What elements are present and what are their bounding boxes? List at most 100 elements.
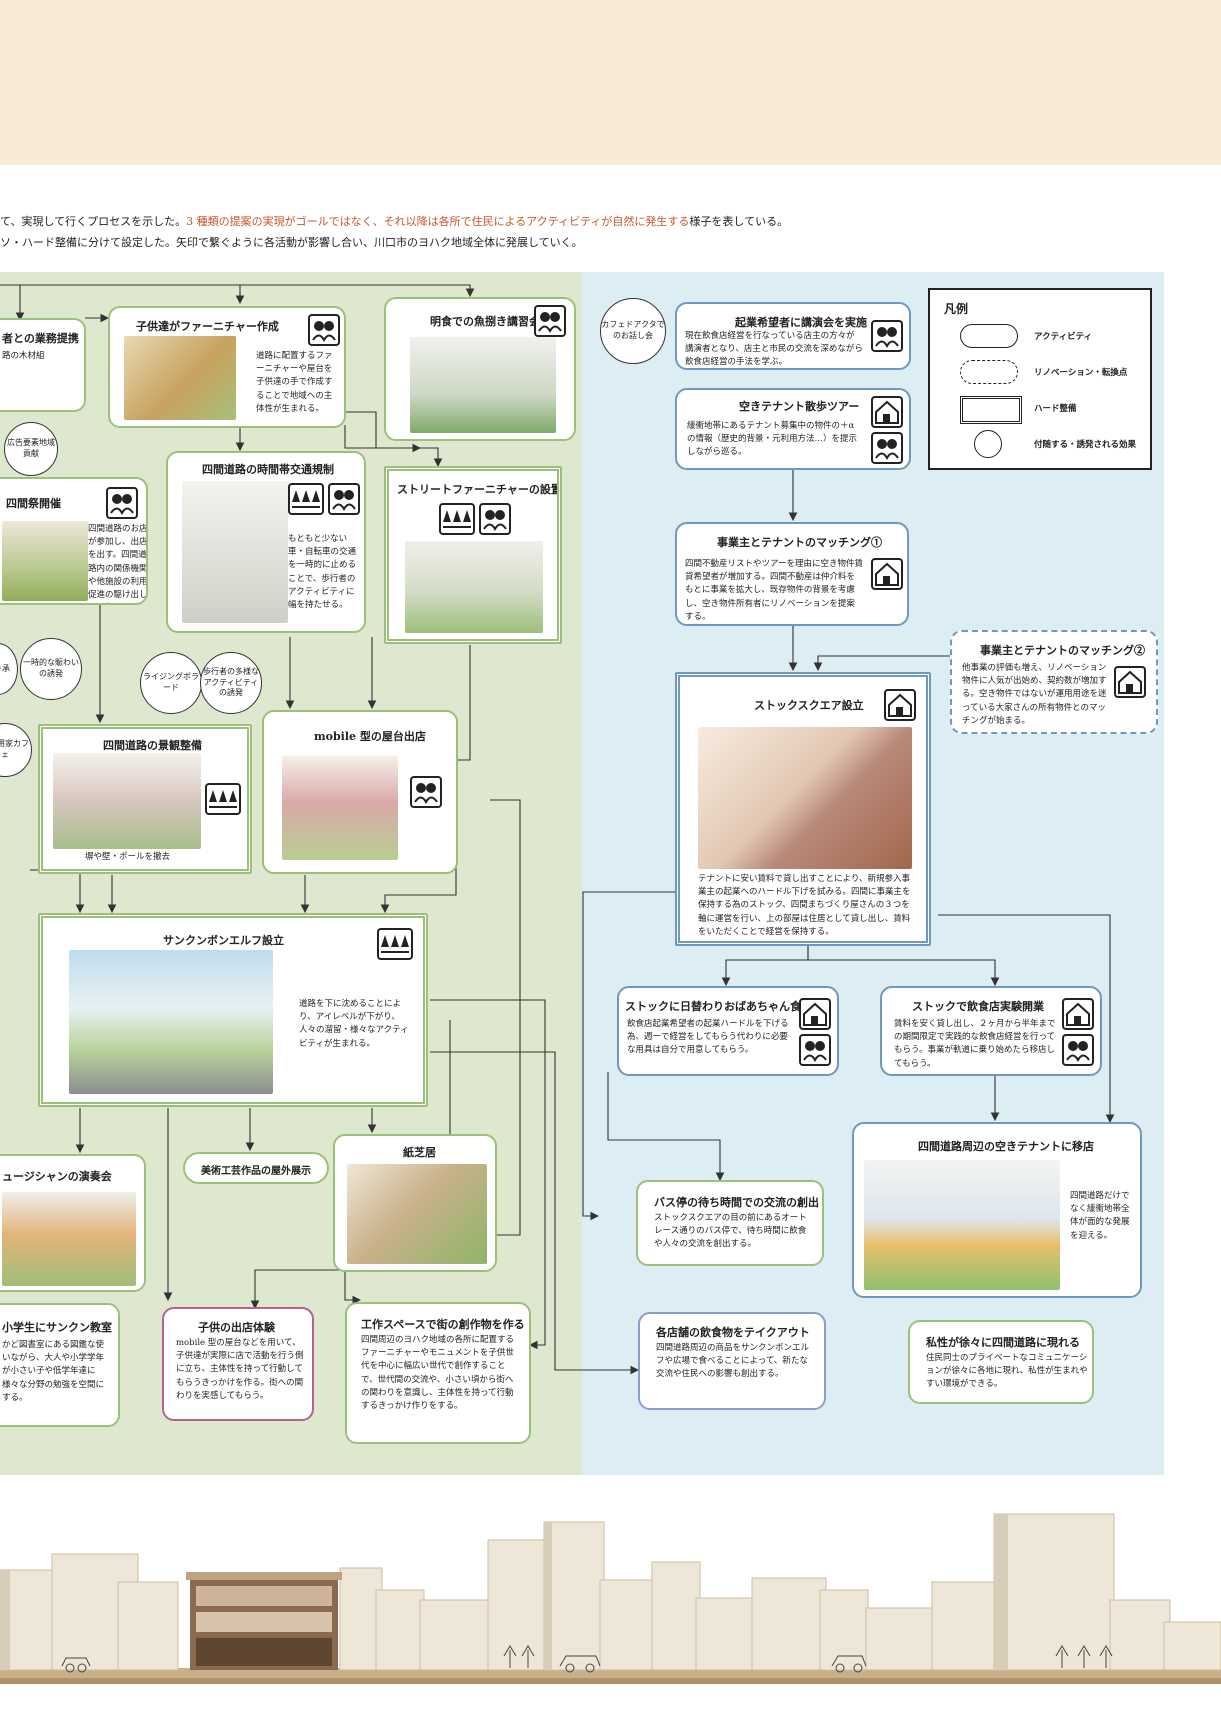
node-kids-shop[interactable]: 子供の出店体験 mobile 型の屋台などを用いて、子供達が実際に店で活動を行う… [162,1307,314,1421]
activity-people-icon [479,503,511,535]
node-desc: 四間道路のお店が参加し、出店を出す。四間道路内の関係機関や他施設の利用促進の駆け… [88,524,148,600]
renovation-house-icon [884,689,916,721]
node-private[interactable]: 私性が徐々に四間道路に現れる 住民同士のプライベートなコミュニケーションが徐々に… [908,1320,1094,1404]
legend: 凡例 アクティビティ リノベーション・転換点 ハード整備 付随する・誘発される効… [928,288,1152,470]
node-matching-2[interactable]: 事業主とテナントのマッチング② 他事業の評価も増え、リノベーション物件に人気が出… [950,630,1158,734]
header-band [0,0,1221,165]
node-title: ュージシャンの演奏会 [2,1170,112,1183]
hard-trees-icon [205,783,241,815]
node-title: サンクンボンエルフ設立 [163,934,284,947]
node-landscape[interactable]: 四間道路の景観整備 塀や壁・ポールを撤去 [38,724,252,874]
node-title: 四間道路の景観整備 [103,739,202,752]
node-workshop[interactable]: 工作スペースで街の創作物を作る 四間周辺のヨハク地域の各所に配置するファーニチャ… [345,1302,531,1444]
activity-people-icon [799,1034,831,1066]
node-desc: かど図書室にある図鑑な使いながら、大人や小学学年が小さい子や低学年達に様々な分野… [2,1340,105,1403]
sunken-illustration [69,950,273,1094]
node-desc: 路の木材組 [2,351,45,361]
activity-people-icon [328,483,360,515]
festival-illustration [2,521,88,601]
legend-title: 凡例 [944,302,969,316]
node-biz-partnership[interactable]: 者との業務提携 路の木材組 [0,318,86,412]
node-move-tenant[interactable]: 四間道路周辺の空きテナントに移店 四間道路だけでなく緩衝地帯全体が面的な発展を迎… [852,1122,1142,1298]
musician-illustration [2,1192,136,1286]
mobile-stall-illustration [282,756,398,860]
node-title: 工作スペースで街の創作物を作る [361,1318,525,1331]
node-title: バス停の待ち時間での交流の創出 [654,1196,819,1209]
intro-line-1: て、実現して行くプロセスを示した。3 種類の提案の実現がゴールではなく、それ以降… [0,213,788,229]
street-furniture-illustration [405,541,543,633]
node-trial-shop[interactable]: ストックで飲食店実験開業 賃料を安く貸し出し、２ヶ月から半年までの期間限定で実践… [880,986,1102,1076]
fish-illustration [410,337,556,433]
node-desc: もともと少ない車・自転車の交通を一時的に止めることで、歩行者のアクティビティに幅… [288,534,357,610]
node-caption: 塀や壁・ポールを撤去 [85,852,171,862]
node-stock-square[interactable]: ストックスクエア設立 テナントに安い賃料で貸し出すことにより、新規参入事業主の起… [675,672,931,946]
node-desc: ストックスクエアの目の前にあるオートレース通りのバス停で、待ち時間に飲食や人々の… [654,1213,807,1250]
node-festival[interactable]: 四間祭開催 四間道路のお店が参加し、出店を出す。四間道路内の関係機関や他施設の利… [0,477,148,605]
hard-trees-icon [288,483,324,515]
legend-renovation-label: リノベーション・転換点 [1034,368,1128,378]
node-street-furniture[interactable]: ストリートファーニチャーの設置 [384,466,562,644]
hard-trees-icon [439,503,475,535]
node-title: 小学生にサンクン教室 [2,1321,112,1334]
node-desc: 四間不動産リストやツアーを理由に空き物件賃貸希望者が増加する。四間不動産は仲介料… [685,559,863,622]
node-title: 紙芝居 [403,1146,436,1159]
node-title: mobile 型の屋台出店 [314,730,426,743]
renovation-house-icon [871,558,903,590]
node-title: 子供達がファーニチャー作成 [136,320,279,333]
effect-diverse-circle: 歩行者の多様なアクティビティの誘発 [200,652,262,714]
node-title: ストックで飲食店実験開業 [912,1000,1044,1013]
node-title: 四間道路の時間帯交通規制 [202,463,334,476]
effect-cafe-circle: カフェドアクタでのお話し会 [600,298,666,364]
effect-rising-circle: ライジングボラード [140,652,202,714]
node-sunken-bonelf[interactable]: サンクンボンエルフ設立 道路を下に沈めることにより、アイレベルが下がり、人々の溜… [38,913,428,1107]
stock-model-illustration [698,727,912,869]
node-title: ストックに日替わりおばあちゃん食堂 [625,1000,812,1013]
renovation-house-icon [1114,666,1146,698]
node-desc: 四間周辺のヨハク地域の各所に配置するファーニチャーやモニュメントを子供世代を中心… [361,1335,515,1411]
street-model-photo [0,1513,1221,1684]
node-craft-exhibit[interactable]: 美術工芸作品の屋外展示 [183,1152,329,1184]
node-fish-workshop[interactable]: 明食での魚捌き講習会 [384,297,576,441]
node-desc: 住民同士のプライベートなコミュニケーションが徐々に各地に現れ、私性が生まれやすい… [926,1353,1088,1390]
activity-people-icon [1062,1034,1094,1066]
node-title: 起業希望者に講演会を実施 [735,316,867,329]
node-desc: 飲食店起業希望者の起業ハードルを下げる為、週一で経営をしてもらう代わりに必要な用… [627,1019,789,1056]
node-mobile-stall[interactable]: mobile 型の屋台出店 [262,710,458,874]
node-seminar[interactable]: 起業希望者に講演会を実施 現在飲食店経営を行なっている店主の方々が講演者となり、… [675,302,911,370]
node-desc: 道路を下に沈めることにより、アイレベルが下がり、人々の溜留・様々なアクティビティ… [299,999,409,1049]
node-traffic-restriction[interactable]: 四間道路の時間帯交通規制 もともと少ない車・自転車の交通を一時的に止めることで、… [166,451,366,633]
activity-people-icon [871,432,903,464]
node-obachan[interactable]: ストックに日替わりおばあちゃん食堂 飲食店起業希望者の起業ハードルを下げる為、週… [617,986,839,1076]
node-desc: 現在飲食店経営を行なっている店主の方々が講演者となり、店主と市民の交流を深めなが… [685,331,863,368]
node-paper-theater[interactable]: 紙芝居 [333,1134,497,1272]
legend-effect-shape [974,430,1002,458]
node-title: 私性が徐々に四間道路に現れる [926,1336,1080,1349]
activity-people-icon [410,776,442,808]
node-vacant-tour[interactable]: 空きテナント散歩ツアー 緩衝地帯にあるテナント募集中の物件の＋αの情報（歴史的背… [675,388,911,470]
intro-text-highlight: 3 種類の提案の実現がゴールではなく、それ以降は各所で住民によるアクティビティが… [186,215,690,228]
node-sunken-class[interactable]: 小学生にサンクン教室 かど図書室にある図鑑な使いながら、大人や小学学年が小さい子… [0,1303,120,1427]
node-title: 美術工芸作品の屋外展示 [201,1166,311,1177]
kids-workshop-illustration [124,336,236,420]
node-title: 子供の出店体験 [198,1321,275,1334]
node-title: 四間祭開催 [6,497,61,510]
node-kids-furniture[interactable]: 子供達がファーニチャー作成 道路に配置するファーニチャーや屋台を子供達の手で作成… [108,306,346,428]
node-desc: mobile 型の屋台などを用いて、子供達が実際に店で活動を行う側に立ち、主体性… [176,1338,304,1401]
node-title: ストックスクエア設立 [754,699,864,712]
node-matching-1[interactable]: 事業主とテナントのマッチング① 四間不動産リストやツアーを理由に空き物件賃貸希望… [675,522,909,626]
legend-hard-label: ハード整備 [1034,404,1077,414]
node-title: 者との業務提携 [2,332,79,345]
node-desc: 他事業の評価も増え、リノベーション物件に人気が出始め、契約数が増加する。空き物件… [962,663,1107,726]
intro-text-a: て、実現して行くプロセスを示した。 [0,215,187,228]
node-takeout[interactable]: 各店舗の飲食物をテイクアウト 四間道路周辺の商品をサンクンボンエルフや広場で食べ… [638,1312,826,1410]
legend-activity-shape [960,324,1018,348]
node-desc: 道路に配置するファーニチャーや屋台を子供達の手で作成することで地域への主体性が生… [256,351,333,414]
node-bus-stop[interactable]: バス停の待ち時間での交流の創出 ストックスクエアの目の前にあるオートレース通りの… [636,1180,824,1266]
legend-activity-label: アクティビティ [1034,332,1093,342]
move-tenant-illustration [864,1160,1060,1290]
intro-line-2: ソ・ハード整備に分けて設定した。矢印で繋ぐように各活動が影響し合い、川口市のヨハ… [0,236,583,249]
node-title: 事業主とテナントのマッチング② [980,644,1145,657]
node-title: 明食での魚捌き講習会 [430,315,540,328]
legend-hard-shape [960,396,1022,424]
node-musician[interactable]: ュージシャンの演奏会 [0,1154,146,1292]
